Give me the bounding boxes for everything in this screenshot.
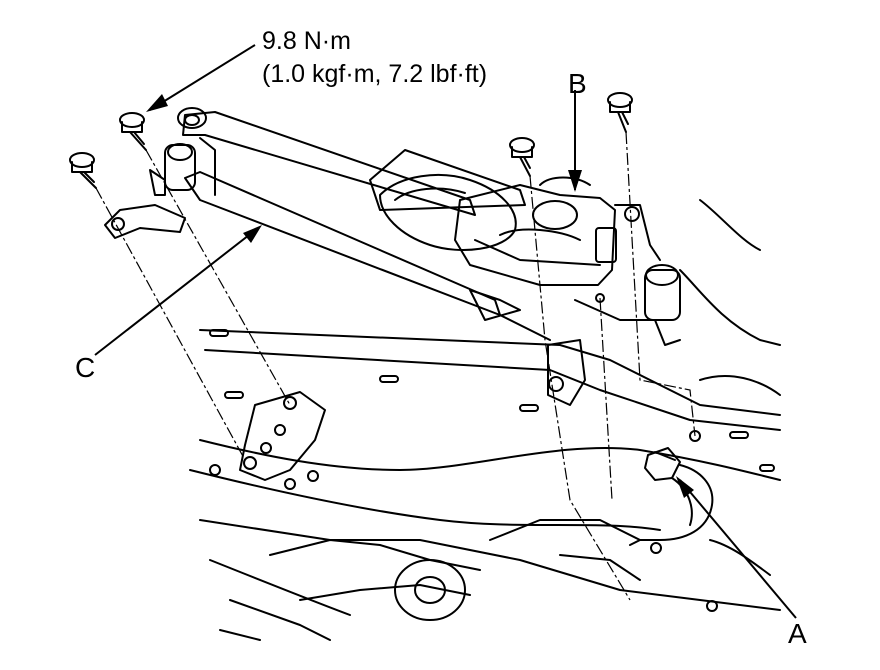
torque-spec-metric: 9.8 N·m (262, 27, 351, 55)
mounting-bracket (239, 391, 326, 481)
wiper-linkage-c (104, 107, 681, 406)
callout-a-label: A (788, 618, 807, 649)
bolt-center (509, 137, 535, 177)
connector-a (629, 447, 714, 546)
bolt-right (607, 92, 633, 133)
wiper-motor-b (369, 149, 617, 303)
callout-b-label: B (568, 68, 587, 99)
bolt-left (69, 152, 97, 189)
cowl-panel (189, 199, 781, 641)
small-fasteners (209, 430, 718, 612)
lower-frame (269, 519, 641, 621)
torque-spec-imperial: (1.0 kgf·m, 7.2 lbf·ft) (262, 60, 488, 88)
leader-lines (94, 44, 797, 619)
leader-arrowheads (146, 94, 694, 498)
alignment-lines (95, 131, 696, 601)
bolt-torque (119, 112, 147, 151)
callout-c-label: C (75, 352, 96, 383)
